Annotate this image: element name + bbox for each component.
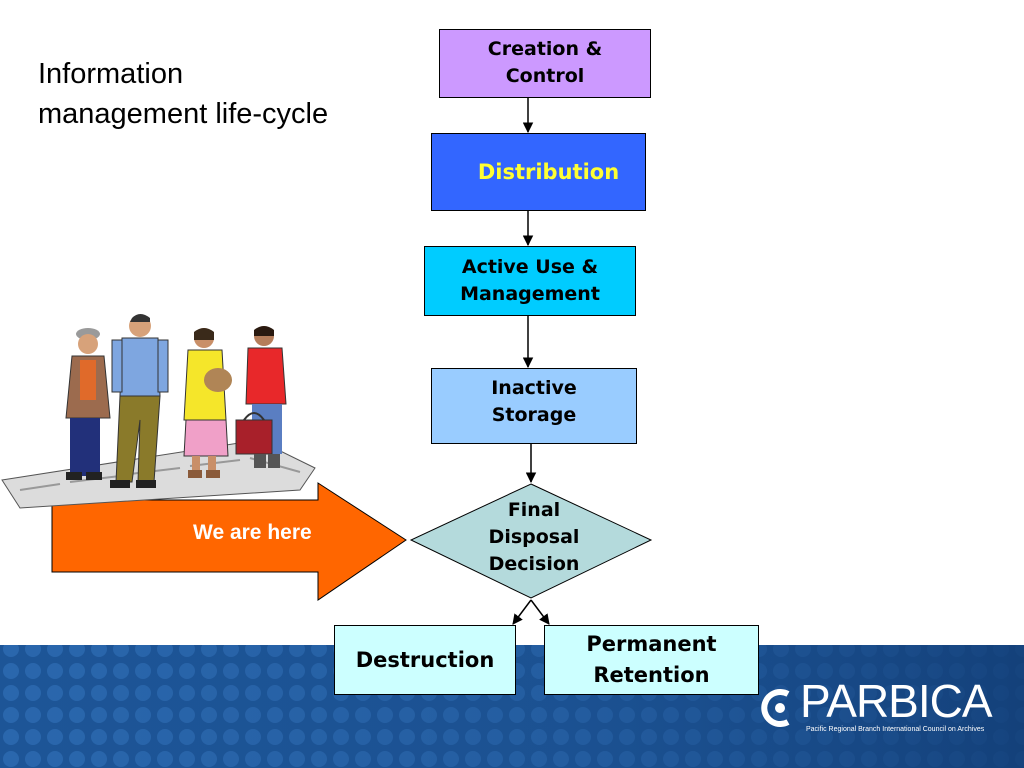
parbica-logo-tagline: Pacific Regional Branch International Co… xyxy=(806,726,985,733)
node-destruction: Destruction xyxy=(334,625,516,695)
people-illustration xyxy=(1,314,316,509)
slide-title: Information management life-cycle xyxy=(38,58,329,130)
decision-diamond xyxy=(409,483,653,599)
person-4 xyxy=(235,326,287,468)
we-are-here-label: We are here xyxy=(193,521,312,544)
we-are-here-arrow xyxy=(51,482,407,601)
node-inactive-storage: Inactive Storage xyxy=(431,368,637,444)
person-3 xyxy=(183,328,232,478)
node-permanent-retention: Permanent Retention xyxy=(544,625,759,695)
node-final-disposal-decision: Final Disposal Decision xyxy=(488,499,580,575)
person-2 xyxy=(110,314,169,488)
person-1 xyxy=(65,328,111,480)
connector-decision-retention xyxy=(530,599,550,625)
node-creation-control: Creation & Control xyxy=(439,29,651,98)
connector-decision-destruction xyxy=(512,599,532,625)
parbica-logo-text: PARBICA xyxy=(800,675,993,727)
node-active-use: Active Use & Management xyxy=(424,246,636,316)
node-distribution: Distribution xyxy=(431,133,646,211)
parbica-logo-icon xyxy=(761,689,790,727)
